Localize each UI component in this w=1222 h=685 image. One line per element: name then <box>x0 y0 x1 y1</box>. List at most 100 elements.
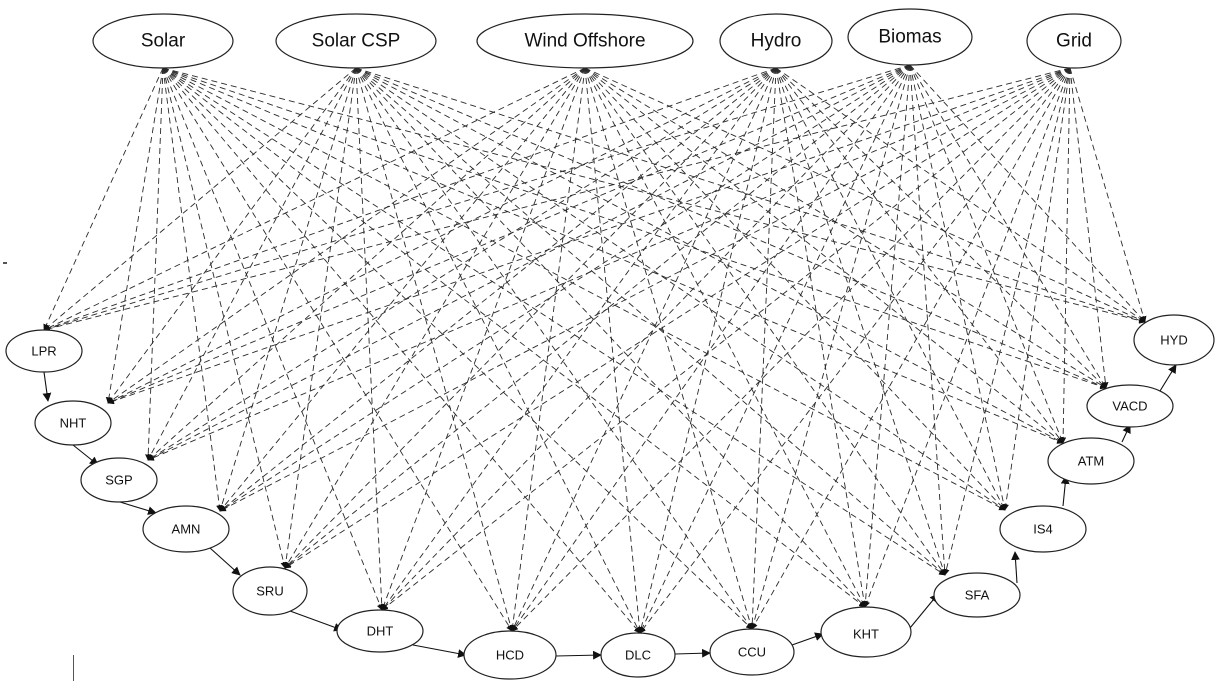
supply-edge-wind-offshore-to-atm <box>584 67 1064 444</box>
supply-edge-grid-to-hcd <box>511 67 1071 632</box>
process-flow-edges <box>42 364 1177 660</box>
flow-edge-sru-to-dht <box>289 610 343 632</box>
supply-edge-hydro-to-ccu <box>749 67 777 630</box>
supply-edge-solar-to-hcd <box>162 67 513 632</box>
supply-edge-solar-csp-to-sgp <box>147 67 357 461</box>
unit-ellipse-atm <box>1047 437 1135 485</box>
unit-node-lpr: LPR <box>5 329 83 373</box>
flow-edge-sfa-to-is4 <box>1011 551 1020 584</box>
supply-edge-biomas-to-atm <box>909 64 1064 444</box>
supply-edge-wind-offshore-to-sgp <box>147 67 586 461</box>
supply-edge-biomas-to-sgp <box>147 64 911 461</box>
unit-ellipse-lpr <box>5 329 83 373</box>
flow-edge-atm-to-vacd <box>1121 424 1131 443</box>
flow-edge-dht-to-hcd <box>412 644 467 658</box>
unit-ellipse-kht <box>820 606 912 658</box>
unit-node-vacd: VACD <box>1086 384 1174 428</box>
unit-node-is4: IS4 <box>999 505 1087 553</box>
unit-node-dlc: DLC <box>600 632 676 678</box>
supply-edge-solar-to-is4 <box>162 67 1006 511</box>
unit-label-dlc: DLC <box>625 648 651 663</box>
unit-label-is4: IS4 <box>1033 522 1053 537</box>
supply-edge-solar-csp-to-kht <box>355 67 866 608</box>
supply-edge-wind-offshore-to-dlc <box>584 67 643 634</box>
supply-edge-wind-offshore-to-hcd <box>509 67 586 632</box>
unit-ellipse-amn <box>142 505 230 553</box>
supply-edge-grid-to-kht <box>864 67 1071 608</box>
supply-edge-hydro-to-nht <box>107 67 777 404</box>
unit-label-vacd: VACD <box>1112 399 1147 414</box>
supply-edge-grid-to-sgp <box>147 67 1071 461</box>
supply-edge-grid-to-amn <box>219 67 1071 512</box>
unit-node-atm: ATM <box>1047 437 1135 485</box>
supply-edge-solar-csp-to-vacd <box>355 67 1107 389</box>
flow-edge-ccu-to-kht <box>791 632 824 646</box>
unit-node-hyd: HYD <box>1133 314 1215 366</box>
supply-edge-biomas-to-nht <box>107 64 911 404</box>
unit-node-dht: DHT <box>336 609 424 653</box>
supply-edge-biomas-to-vacd <box>909 64 1107 389</box>
supply-edge-solar-csp-to-hyd <box>355 67 1146 324</box>
supply-edge-biomas-to-kht <box>862 64 911 608</box>
unit-node-sru: SRU <box>232 566 308 616</box>
supply-edge-hydro-to-sgp <box>147 67 777 461</box>
supply-edge-wind-offshore-to-sru <box>284 67 586 569</box>
unit-node-hcd: HCD <box>463 630 557 680</box>
supply-edge-grid-to-hyd <box>1069 67 1147 323</box>
unit-label-sfa: SFA <box>965 588 990 603</box>
supply-edge-solar-to-sru <box>162 67 287 569</box>
supply-edge-grid-to-vacd <box>1069 67 1109 389</box>
unit-label-kht: KHT <box>853 627 879 642</box>
supply-edge-solar-csp-to-hcd <box>355 67 514 632</box>
supply-edge-solar-csp-to-dlc <box>355 67 641 634</box>
supply-edge-solar-csp-to-is4 <box>355 67 1006 511</box>
source-ellipse-hydro <box>719 13 833 69</box>
unit-ellipse-ccu <box>709 628 795 676</box>
supply-edge-solar-csp-to-lpr <box>43 67 357 331</box>
supply-edge-wind-offshore-to-lpr <box>43 67 586 331</box>
supply-edge-solar-csp-to-sru <box>282 67 357 569</box>
supply-edge-wind-offshore-to-kht <box>584 67 866 608</box>
supply-edge-grid-to-sru <box>284 67 1071 569</box>
supply-edge-solar-csp-to-nht <box>107 67 357 404</box>
bottom-left-tick <box>73 655 74 681</box>
flow-edge-dlc-to-ccu <box>674 648 711 658</box>
unit-ellipse-dht <box>336 609 424 653</box>
supply-edges <box>43 64 1147 634</box>
supply-edge-wind-offshore-to-is4 <box>584 67 1006 511</box>
supply-edge-biomas-to-is4 <box>909 64 1007 511</box>
supply-edge-solar-to-nht <box>105 67 164 404</box>
unit-label-dht: DHT <box>367 624 394 639</box>
flow-edge-hcd-to-dlc <box>555 650 602 660</box>
source-node-biomas: Biomas <box>847 8 973 66</box>
unit-node-amn: AMN <box>142 505 230 553</box>
supply-edge-wind-offshore-to-nht <box>107 67 586 404</box>
unit-node-sgp: SGP <box>80 457 158 503</box>
supply-edge-biomas-to-dht <box>381 64 911 611</box>
supply-edge-hydro-to-hyd <box>775 67 1146 323</box>
supply-edge-hydro-to-sru <box>284 67 777 569</box>
supply-edge-biomas-to-sru <box>284 64 911 569</box>
supply-edge-hydro-to-kht <box>775 67 868 608</box>
supply-edge-hydro-to-lpr <box>43 67 777 332</box>
unit-ellipse-dlc <box>600 632 676 678</box>
source-ellipse-wind-offshore <box>476 13 694 69</box>
supply-edge-biomas-to-sfa <box>909 64 948 576</box>
unit-label-ccu: CCU <box>738 645 766 660</box>
flow-edge-is4-to-atm <box>1060 475 1070 507</box>
unit-ellipse-is4 <box>999 505 1087 553</box>
supply-edge-wind-offshore-to-hyd <box>584 67 1146 323</box>
supply-edge-solar-to-lpr <box>43 67 164 331</box>
supply-edge-grid-to-dht <box>381 67 1071 611</box>
unit-ellipse-sfa <box>933 572 1021 618</box>
source-node-grid: Grid <box>1026 13 1122 69</box>
supply-edge-solar-to-sfa <box>162 67 946 576</box>
supply-edge-grid-to-ccu <box>751 67 1071 630</box>
unit-ellipse-nht <box>34 400 112 446</box>
left-margin-tick <box>3 262 7 264</box>
supply-edge-hydro-to-dlc <box>638 67 777 634</box>
source-node-solar: Solar <box>92 13 234 69</box>
supply-edge-grid-to-dlc <box>639 67 1071 634</box>
